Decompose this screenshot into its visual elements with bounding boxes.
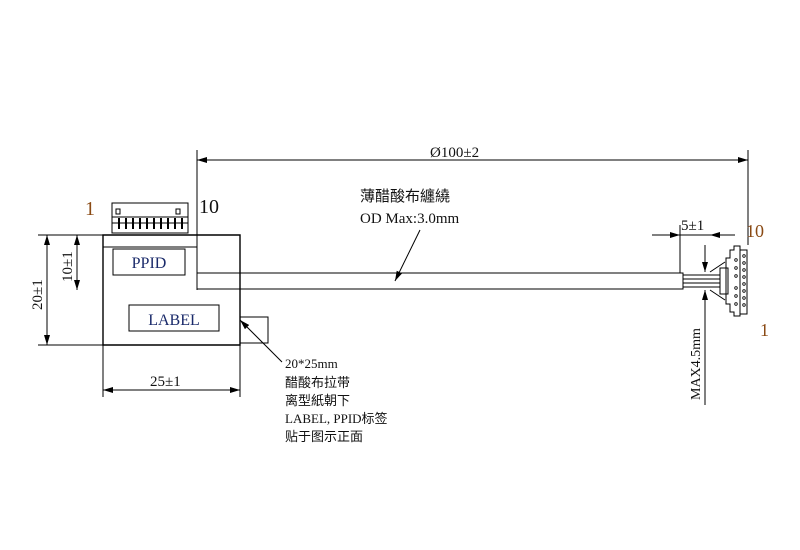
right-connector bbox=[682, 245, 748, 317]
tape-notes: 20*25mm 醋酸布拉带 离型紙朝下 LABEL, PPID标签 贴于图示正面 bbox=[285, 356, 388, 444]
max-thickness-text: MAX4.5mm bbox=[689, 328, 704, 400]
max-thickness-dimension: MAX4.5mm bbox=[689, 245, 708, 405]
tape-note-labels: LABEL, PPID标签 bbox=[285, 411, 388, 426]
ppid-label-area: PPID bbox=[112, 248, 186, 276]
right-pin-10: 10 bbox=[746, 221, 764, 241]
strip-length-dimension: 5±1 bbox=[652, 218, 735, 273]
tape-leader bbox=[239, 319, 283, 363]
tape-note-position: 贴于图示正面 bbox=[285, 429, 363, 444]
offset-10-dimension: 10±1 bbox=[60, 235, 80, 290]
overall-length-text: Ø100±2 bbox=[430, 145, 479, 161]
ppid-text: PPID bbox=[132, 255, 167, 272]
left-pin-10: 10 bbox=[199, 196, 219, 218]
left-connector-block: PPID LABEL bbox=[102, 202, 241, 346]
tape-note-material: 醋酸布拉带 bbox=[285, 375, 350, 390]
overall-length-dimension: Ø100±2 bbox=[196, 145, 749, 245]
cable-od-note: OD Max:3.0mm bbox=[360, 211, 459, 227]
label-area: LABEL bbox=[128, 304, 220, 332]
acetate-tape-patch bbox=[239, 316, 269, 344]
cable-wrap-note: 薄醋酸布纏繞 bbox=[360, 187, 450, 205]
height-20-dimension: 20±1 bbox=[30, 234, 103, 346]
tape-note-release-paper: 离型紙朝下 bbox=[285, 393, 350, 408]
width-25-text: 25±1 bbox=[150, 374, 181, 390]
left-connector-header bbox=[111, 202, 189, 234]
label-text: LABEL bbox=[148, 312, 200, 329]
height-20-text: 20±1 bbox=[30, 279, 46, 310]
strip-length-text: 5±1 bbox=[681, 218, 704, 234]
offset-10-text: 10±1 bbox=[60, 251, 76, 282]
left-pin-1: 1 bbox=[85, 198, 95, 220]
cable bbox=[239, 272, 684, 290]
right-pin-1: 1 bbox=[760, 320, 769, 340]
width-25-dimension: 25±1 bbox=[102, 345, 241, 397]
tape-note-size: 20*25mm bbox=[285, 356, 338, 371]
